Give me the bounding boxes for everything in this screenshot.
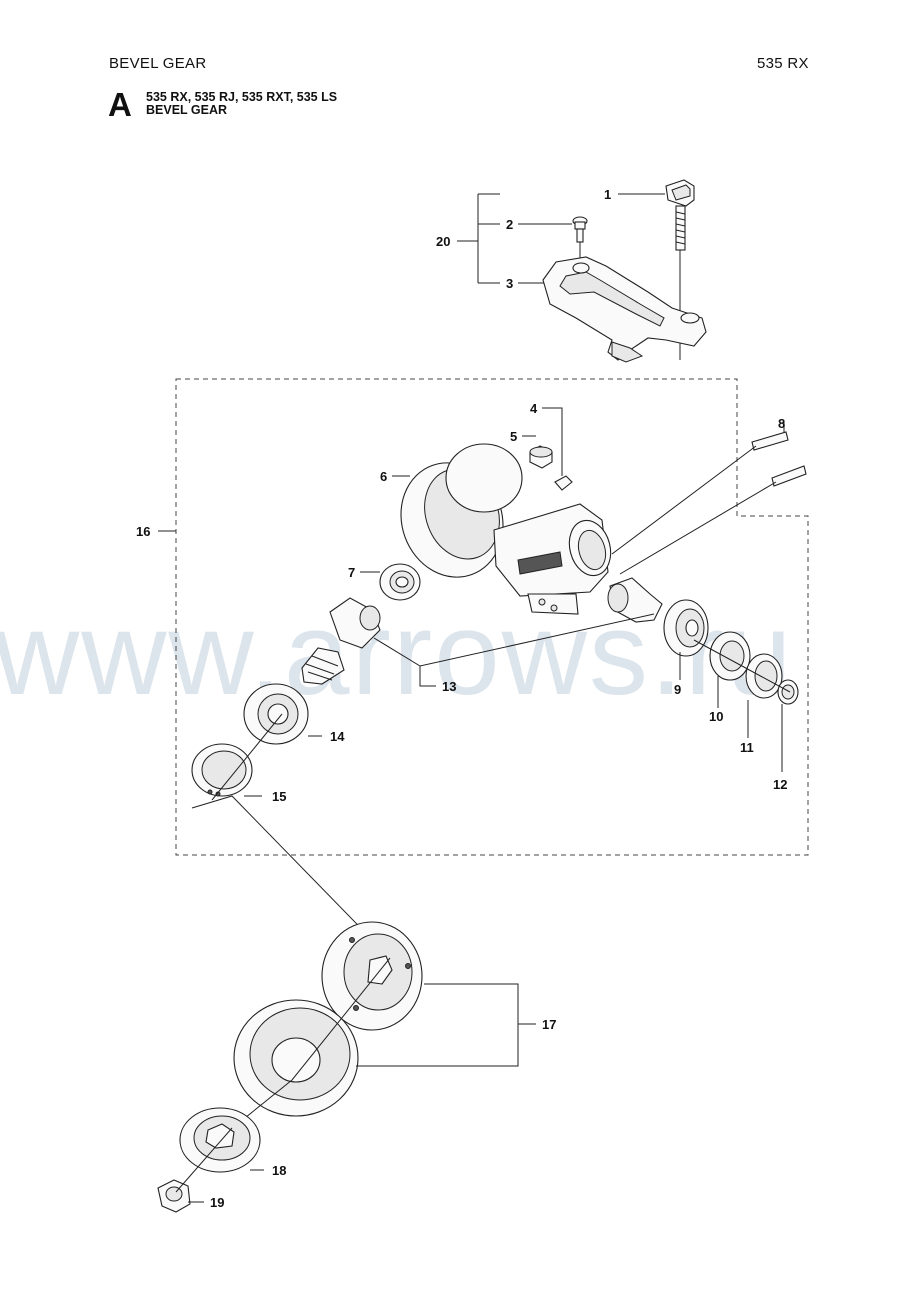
callout-3: 3 (506, 276, 513, 291)
washer (745, 653, 783, 738)
callout-11: 11 (740, 740, 754, 755)
callout-19: 19 (210, 1195, 224, 1210)
callout-13: 13 (442, 679, 456, 694)
callout-12: 12 (773, 777, 787, 792)
grease-plug (529, 445, 553, 469)
callout-7: 7 (348, 565, 355, 580)
callout-4: 4 (530, 401, 538, 416)
callout-6: 6 (380, 469, 387, 484)
blade-nut (157, 1127, 233, 1213)
circlip-small (693, 639, 799, 772)
callout-20: 20 (436, 234, 450, 249)
small-bearing (360, 563, 421, 601)
callout-5: 5 (510, 429, 517, 444)
set-screw (554, 475, 573, 491)
section-letter: A (108, 86, 132, 123)
callout-9: 9 (674, 682, 681, 697)
callout-2: 2 (506, 217, 513, 232)
assembly-frame (175, 378, 809, 856)
large-bearing (243, 683, 322, 745)
callout-18: 18 (272, 1163, 286, 1178)
bevel-gear-pair (301, 577, 663, 687)
callout-15: 15 (272, 789, 286, 804)
clamp-housing (542, 256, 707, 363)
support-cup (229, 957, 391, 1131)
callout-17: 17 (542, 1017, 556, 1032)
section-title: BEVEL GEAR (146, 103, 228, 117)
callout-8: 8 (778, 416, 785, 431)
thrust-sleeve (179, 1107, 264, 1173)
small-screw (572, 216, 588, 262)
model-code: 535 RX (757, 55, 809, 72)
callout-1: 1 (604, 187, 611, 202)
section-models: 535 RX, 535 RJ, 535 RXT, 535 LS (146, 90, 338, 104)
circlip-large (191, 743, 262, 797)
page-title: BEVEL GEAR (109, 55, 207, 72)
watermark-text: www.arrows.ru (0, 588, 794, 720)
long-bolts (611, 422, 807, 575)
callout-14: 14 (330, 729, 345, 744)
clamp-bolt (665, 179, 695, 360)
callout-16: 16 (136, 524, 150, 539)
gear-housing (400, 443, 612, 615)
callout-10: 10 (709, 709, 723, 724)
